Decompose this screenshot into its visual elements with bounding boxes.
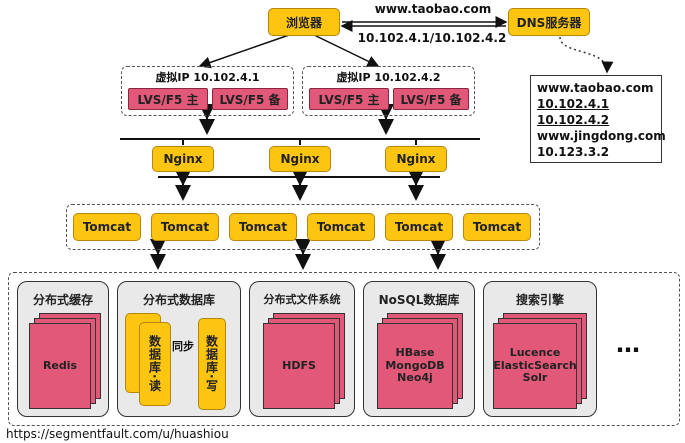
tomcat-storage-arrows	[150, 239, 446, 270]
dns-record: www.jingdong.com	[537, 129, 666, 143]
browser-vip2-arrow	[311, 33, 380, 67]
domain-label: www.taobao.com	[374, 2, 492, 16]
cache-title: 分布式缓存	[32, 293, 93, 307]
dns-record: www.taobao.com	[537, 81, 654, 95]
dns-record: 10.102.4.1	[537, 97, 610, 111]
tomcat-node: Tomcat	[229, 213, 297, 241]
ip-label: 10.102.4.1/10.102.4.2	[357, 31, 507, 45]
hdfs-node: HDFS	[263, 323, 335, 409]
nginx-tomcat-arrows	[175, 170, 424, 201]
fs-title: 分布式文件系统	[263, 293, 341, 306]
dns-record: 10.123.3.2	[537, 145, 610, 159]
vip2-master: LVS/F5 主	[309, 88, 389, 110]
vip1-master: LVS/F5 主	[128, 88, 208, 110]
more-ellipsis: …	[616, 330, 640, 358]
vip1-backup: LVS/F5 备	[212, 88, 288, 110]
db-read-node: 数据库·读	[139, 322, 171, 406]
dns-records-box: www.taobao.com 10.102.4.1 10.102.4.2 www…	[530, 75, 666, 163]
tomcat-node: Tomcat	[307, 213, 375, 241]
vip2-backup: LVS/F5 备	[393, 88, 469, 110]
footer-url: https://segmentfault.com/u/huashiou	[6, 427, 229, 441]
browser-node: 浏览器	[268, 8, 340, 36]
redis-node: Redis	[29, 323, 91, 409]
dns-server-node: DNS服务器	[508, 8, 590, 36]
browser-vip1-arrow	[198, 33, 293, 69]
nginx-node: Nginx	[152, 146, 214, 172]
nginx-node: Nginx	[385, 146, 447, 172]
vip2-title: 虚拟IP 10.102.4.2	[336, 71, 441, 84]
tomcat-node: Tomcat	[385, 213, 453, 241]
dns-record: 10.102.4.2	[537, 113, 610, 127]
vip-bus-arrows	[199, 104, 394, 135]
sync-label: 同步	[172, 340, 194, 353]
search-title: 搜索引擎	[515, 293, 564, 307]
db-write-node: 数据库·写	[198, 318, 226, 410]
tomcat-group	[66, 204, 540, 250]
tomcat-node: Tomcat	[463, 213, 531, 241]
nosql-title: NoSQL数据库	[378, 293, 460, 307]
dns-records-link	[559, 36, 614, 74]
vip1-group	[121, 66, 294, 116]
nginx-node: Nginx	[269, 146, 331, 172]
vip2-group	[302, 66, 475, 116]
tomcat-node: Tomcat	[151, 213, 219, 241]
vip1-title: 虚拟IP 10.102.4.1	[155, 71, 260, 84]
db-title: 分布式数据库	[142, 293, 215, 307]
storage-layer	[8, 272, 680, 426]
tomcat-node: Tomcat	[73, 213, 141, 241]
